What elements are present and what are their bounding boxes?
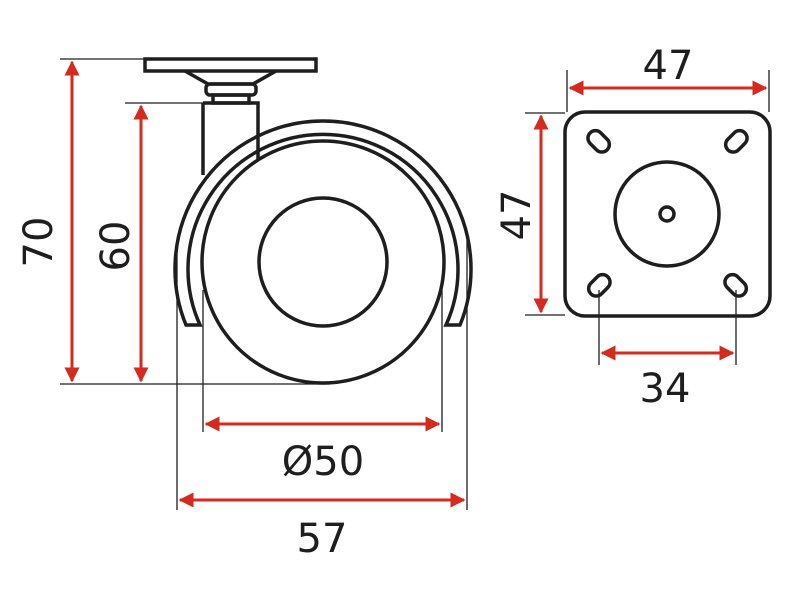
swivel-neck	[184, 69, 277, 86]
center-hole	[658, 205, 676, 223]
label-mount-height: 60	[93, 221, 139, 272]
label-wheel-diameter: Ø50	[282, 439, 364, 485]
label-hole-spacing: 34	[640, 366, 691, 412]
mount-slot	[586, 272, 612, 298]
label-overall-width: 57	[297, 516, 348, 562]
wheel	[200, 139, 446, 385]
label-plate-height: 47	[494, 190, 540, 241]
stem	[201, 101, 260, 175]
caster-side-view	[60, 57, 473, 510]
mount-slot	[723, 272, 749, 298]
plate-top-view	[525, 70, 772, 365]
mount-slot	[723, 128, 749, 154]
label-plate-width: 47	[643, 43, 694, 89]
wheel-hub	[257, 196, 389, 328]
label-total-height: 70	[16, 217, 62, 268]
fork-arc	[173, 119, 473, 327]
mount-plate	[563, 110, 772, 318]
dimension-lines	[64, 60, 768, 508]
mount-slot	[586, 128, 612, 154]
top-plate	[143, 57, 318, 73]
extension-lines	[525, 70, 770, 365]
center-boss	[613, 160, 721, 268]
extension-lines	[60, 58, 468, 510]
